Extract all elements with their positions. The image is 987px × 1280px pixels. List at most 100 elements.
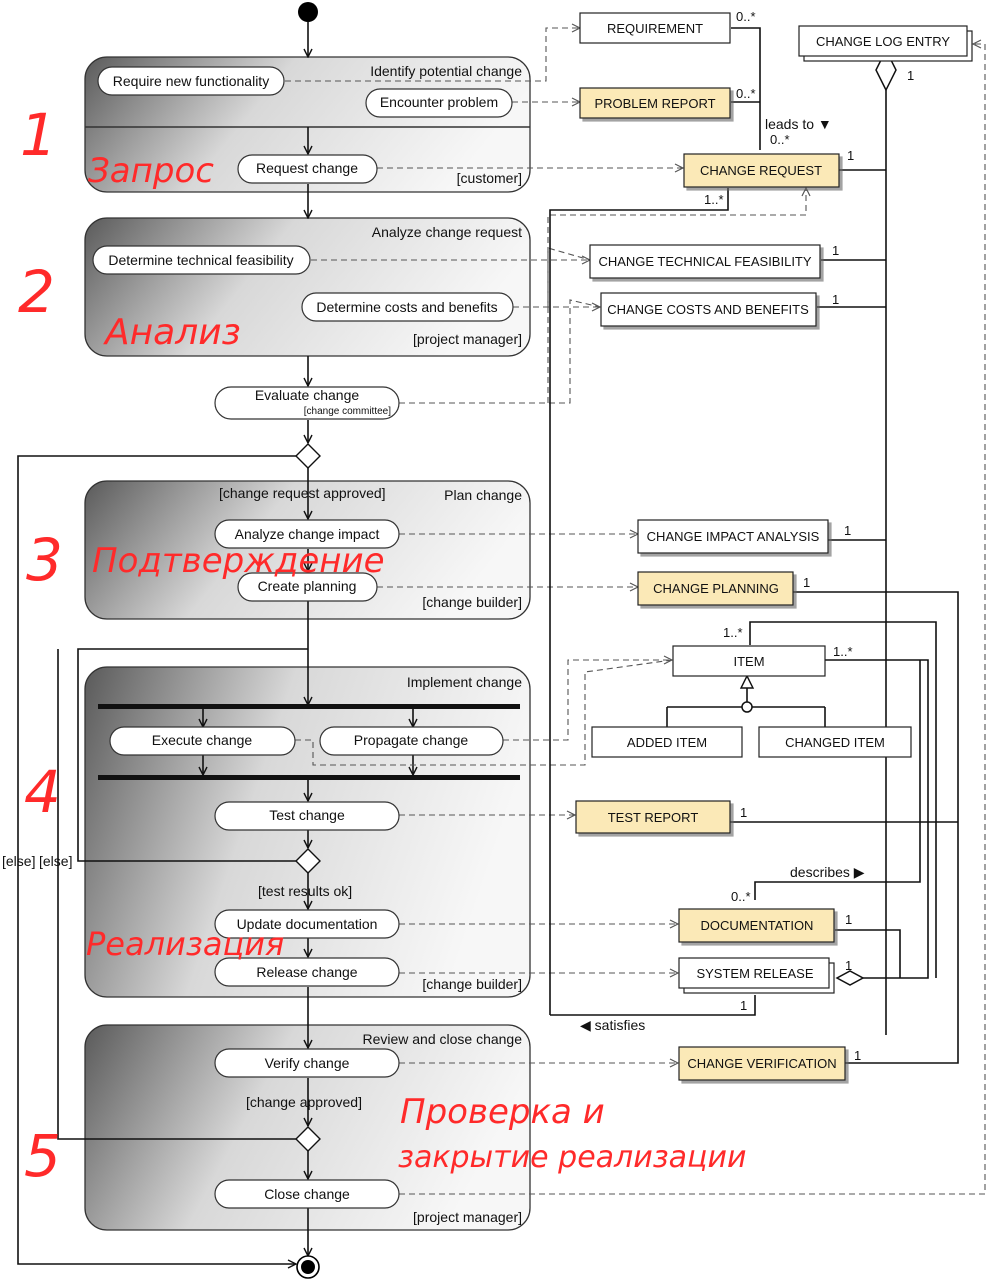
svg-text:CHANGE IMPACT ANALYSIS: CHANGE IMPACT ANALYSIS [647, 529, 820, 544]
guard-else-inner: [else] [39, 853, 72, 869]
svg-text:0..*: 0..* [736, 9, 756, 24]
concept-item[interactable]: ITEM [672, 645, 826, 677]
svg-text:Analyze change impact: Analyze change impact [235, 526, 380, 542]
activity-require-new-functionality[interactable]: Require new functionality [97, 66, 285, 96]
guard-change-request-approved: [change request approved] [219, 485, 386, 501]
svg-text:Propagate change: Propagate change [354, 732, 469, 748]
svg-text:CHANGE TECHNICAL FEASIBILITY: CHANGE TECHNICAL FEASIBILITY [598, 254, 811, 269]
concept-change-request[interactable]: CHANGE REQUEST [683, 153, 840, 188]
svg-text:1: 1 [832, 243, 839, 258]
activity-close-change[interactable]: Close change [214, 1179, 400, 1209]
activity-encounter-problem[interactable]: Encounter problem [365, 88, 513, 118]
svg-text:CHANGE COSTS AND BENEFITS: CHANGE COSTS AND BENEFITS [607, 302, 809, 317]
concept-changed-item[interactable]: CHANGED ITEM [758, 726, 912, 758]
annotation-request: Запрос [88, 151, 214, 191]
svg-text:CHANGE PLANNING: CHANGE PLANNING [653, 581, 779, 596]
lane-title: Identify potential change [370, 63, 522, 79]
dependencies [285, 28, 986, 1195]
svg-text:0..*: 0..* [736, 86, 756, 101]
label-describes: describes ▶ [790, 864, 865, 880]
svg-text:SYSTEM RELEASE: SYSTEM RELEASE [696, 966, 813, 981]
svg-text:CHANGE REQUEST: CHANGE REQUEST [700, 163, 822, 178]
activity-execute-change[interactable]: Execute change [109, 726, 296, 756]
label-leads-to: leads to ▼ [765, 116, 832, 132]
lane-title: Implement change [407, 674, 522, 690]
svg-text:Test change: Test change [269, 807, 345, 823]
svg-text:1: 1 [740, 805, 747, 820]
initial-node [298, 2, 318, 22]
activity-analyze-change-impact[interactable]: Analyze change impact [214, 519, 400, 549]
svg-text:1: 1 [845, 912, 852, 927]
concept-system-release[interactable]: SYSTEM RELEASE [678, 957, 835, 994]
association-labels: leads to ▼ describes ▶ ◀ satisfies [580, 116, 865, 1033]
multiplicities: 0..* 0..* 0..* 1 1..* 1 1 1 1 1 1..* 1..… [704, 9, 914, 1063]
svg-text:1: 1 [844, 523, 851, 538]
svg-text:DOCUMENTATION: DOCUMENTATION [701, 918, 814, 933]
svg-text:1: 1 [907, 68, 914, 83]
concept-change-planning[interactable]: CHANGE PLANNING [637, 571, 794, 606]
activity-request-change[interactable]: Request change [237, 154, 378, 184]
svg-text:Evaluate change: Evaluate change [255, 387, 360, 403]
svg-text:Determine costs and benefits: Determine costs and benefits [316, 299, 497, 315]
activity-update-documentation[interactable]: Update documentation [214, 909, 400, 939]
concept-change-log-entry[interactable]: CHANGE LOG ENTRY [798, 25, 973, 62]
concept-documentation[interactable]: DOCUMENTATION [678, 908, 835, 943]
svg-text:1: 1 [847, 148, 854, 163]
svg-text:CHANGED ITEM: CHANGED ITEM [785, 735, 885, 750]
decision-node [295, 443, 321, 469]
annotation-implementation: Реализация [86, 925, 284, 963]
svg-text:TEST REPORT: TEST REPORT [608, 810, 699, 825]
svg-text:Determine technical feasibilit: Determine technical feasibility [108, 252, 293, 268]
annotation-number-5: 5 [24, 1122, 61, 1190]
svg-text:Verify change: Verify change [265, 1055, 350, 1071]
control-flow [17, 2, 520, 1279]
lane-role: [change builder] [422, 976, 522, 992]
activity-verify-change[interactable]: Verify change [214, 1048, 400, 1078]
svg-text:1..*: 1..* [833, 644, 853, 659]
lane-role: [customer] [457, 170, 522, 186]
svg-text:1: 1 [740, 998, 747, 1013]
concept-problem-report[interactable]: PROBLEM REPORT [579, 87, 731, 119]
svg-text:1: 1 [832, 292, 839, 307]
annotation-number-2: 2 [18, 258, 55, 326]
svg-text:Request change: Request change [256, 160, 358, 176]
activity-release-change[interactable]: Release change [214, 957, 400, 987]
svg-text:0..*: 0..* [770, 132, 790, 147]
svg-text:Close change: Close change [264, 1186, 350, 1202]
concept-change-impact-analysis[interactable]: CHANGE IMPACT ANALYSIS [637, 519, 829, 554]
annotation-number-1: 1 [20, 101, 57, 169]
lane-title: Analyze change request [372, 224, 522, 240]
svg-text:1..*: 1..* [723, 625, 743, 640]
activity-evaluate-change[interactable]: Evaluate change [change committee] [214, 386, 400, 420]
guard-else-outer: [else] [2, 853, 35, 869]
concept-added-item[interactable]: ADDED ITEM [591, 726, 743, 758]
svg-text:ITEM: ITEM [733, 654, 764, 669]
activity-determine-costs-and-benefits[interactable]: Determine costs and benefits [301, 292, 514, 322]
lane-title: Review and close change [362, 1031, 522, 1047]
activity-propagate-change[interactable]: Propagate change [319, 726, 504, 756]
svg-text:1: 1 [845, 958, 852, 973]
join-bar [98, 775, 520, 780]
associations [549, 27, 959, 1064]
svg-text:0..*: 0..* [731, 889, 751, 904]
handwritten-annotations: 1 Запрос 2 Анализ 3 Подтверждение 4 Реал… [18, 101, 746, 1190]
guard-test-results-ok: [test results ok] [258, 883, 352, 899]
activity-create-planning[interactable]: Create planning [237, 572, 378, 602]
lane-title: Plan change [444, 487, 522, 503]
lane-role: [change builder] [422, 594, 522, 610]
concept-change-costs-and-benefits[interactable]: CHANGE COSTS AND BENEFITS [600, 292, 817, 327]
svg-text:Execute change: Execute change [152, 732, 253, 748]
annotation-number-3: 3 [26, 526, 63, 594]
activity-test-change[interactable]: Test change [214, 801, 400, 831]
concept-change-verification[interactable]: CHANGE VERIFICATION [678, 1046, 846, 1081]
svg-text:1..*: 1..* [704, 192, 724, 207]
svg-text:1: 1 [803, 575, 810, 590]
activity-determine-technical-feasibility[interactable]: Determine technical feasibility [92, 245, 311, 275]
concept-requirement[interactable]: REQUIREMENT [579, 12, 731, 44]
guard-change-approved: [change approved] [246, 1094, 362, 1110]
activity-role: [change committee] [304, 406, 391, 417]
lane-role: [project manager] [413, 1209, 522, 1225]
concept-change-technical-feasibility[interactable]: CHANGE TECHNICAL FEASIBILITY [589, 244, 821, 279]
concept-test-report[interactable]: TEST REPORT [575, 800, 731, 834]
